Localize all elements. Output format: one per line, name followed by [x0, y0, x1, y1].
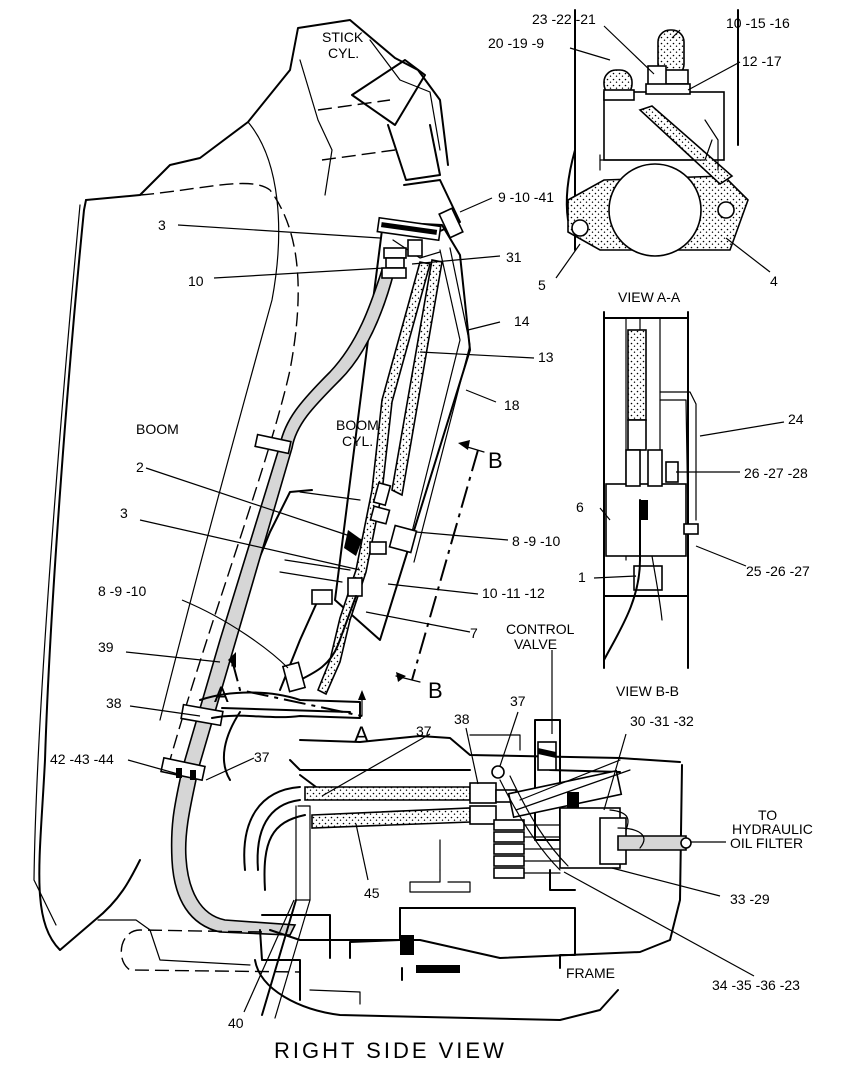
view-a-a — [565, 9, 749, 257]
callout: 4 — [770, 273, 778, 289]
callout: 8 -9 -10 — [98, 583, 146, 599]
callout: 3 — [120, 505, 128, 521]
section-b-label: B — [488, 448, 503, 473]
callout: 34 -35 -36 -23 — [712, 977, 800, 993]
callout: 42 -43 -44 — [50, 751, 114, 767]
callout: 10 -15 -16 — [726, 15, 790, 31]
callouts: 10 -15 -16 23 -22 -21 20 -19 -9 12 -17 5… — [50, 11, 810, 1031]
view-b-b — [603, 311, 699, 669]
diagram-title: RIGHT SIDE VIEW — [274, 1038, 507, 1063]
view-a-a-label: VIEW A-A — [618, 289, 681, 305]
callout: 37 — [254, 749, 270, 765]
callout: 10 — [188, 273, 204, 289]
leader-lines — [125, 25, 785, 1013]
callout: 8 -9 -10 — [512, 533, 560, 549]
stick-cyl-label: CYL. — [328, 45, 359, 61]
component-labels: STICK CYL. BOOM BOOM CYL. VIEW A-A VIEW … — [136, 29, 813, 981]
section-markers — [228, 440, 485, 717]
boom-label: BOOM — [136, 421, 179, 437]
callout: 31 — [506, 249, 522, 265]
frame-label: FRAME — [566, 965, 615, 981]
section-a-label: A — [214, 682, 229, 707]
to-filter-label: OIL FILTER — [730, 835, 803, 851]
boom-cyl-label: BOOM — [336, 417, 379, 433]
callout: 37 — [510, 693, 526, 709]
callout: 20 -19 -9 — [488, 35, 544, 51]
callout: 40 — [228, 1015, 244, 1031]
callout: 30 -31 -32 — [630, 713, 694, 729]
callout: 5 — [538, 277, 546, 293]
boom-outline — [33, 19, 449, 951]
callout: 18 — [504, 397, 520, 413]
stick-cylinder — [351, 59, 461, 233]
callout: 10 -11 -12 — [482, 585, 545, 601]
callout: 26 -27 -28 — [744, 465, 808, 481]
boom-cyl-label: CYL. — [342, 433, 373, 449]
stick-cyl-label: STICK — [322, 29, 364, 45]
to-filter-label: TO — [758, 807, 777, 823]
callout: 37 — [416, 723, 432, 739]
callout: 13 — [538, 349, 554, 365]
callout: 38 — [454, 711, 470, 727]
callout: 3 — [158, 217, 166, 233]
callout: 6 — [576, 499, 584, 515]
callout: 9 -10 -41 — [498, 189, 554, 205]
section-b-label: B — [428, 678, 443, 703]
callout: 2 — [136, 459, 144, 475]
callout: 33 -29 — [730, 891, 770, 907]
callout: 39 — [98, 639, 114, 655]
callout: 25 -26 -27 — [746, 563, 810, 579]
callout: 12 -17 — [742, 53, 782, 69]
lower-hoses — [243, 719, 692, 891]
control-valve-label: VALVE — [514, 636, 557, 652]
view-b-b-label: VIEW B-B — [616, 683, 679, 699]
callout: 45 — [364, 885, 380, 901]
callout: 7 — [470, 625, 478, 641]
boom-hoses — [160, 207, 471, 936]
callout: 23 -22 -21 — [532, 11, 596, 27]
callout: 1 — [578, 569, 586, 585]
to-filter-label: HYDRAULIC — [732, 821, 813, 837]
control-valve-label: CONTROL — [506, 621, 575, 637]
callout: 38 — [106, 695, 122, 711]
callout: 14 — [514, 313, 530, 329]
frame — [97, 691, 683, 1021]
section-a-label: A — [354, 722, 369, 747]
callout: 24 — [788, 411, 804, 427]
